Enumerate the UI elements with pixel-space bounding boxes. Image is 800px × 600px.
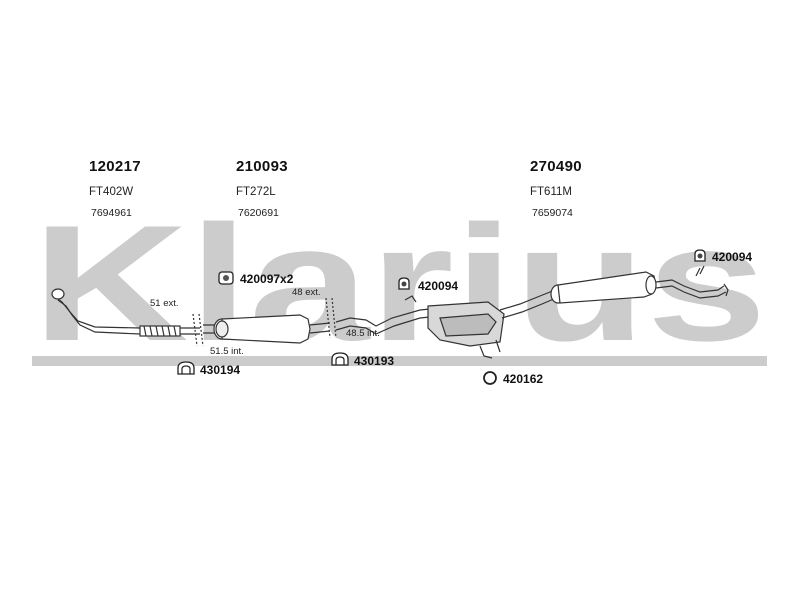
intermediate-pipe — [335, 307, 441, 335]
section-3-ref: FT611M — [530, 186, 572, 198]
dimension-51-5-int: 51.5 int. — [210, 346, 244, 357]
rear-box — [427, 301, 505, 359]
section-1-part-number: 120217 — [89, 158, 141, 175]
section-2-ref: FT272L — [236, 186, 276, 198]
front-pipe — [51, 288, 200, 337]
clamp-icon — [177, 361, 195, 375]
watermark-underline — [32, 356, 767, 366]
clamp-icon — [331, 352, 349, 366]
callout-420162: 420162 — [503, 372, 544, 386]
joint-marker-1 — [192, 313, 204, 347]
rubber-mount-icon — [218, 271, 234, 285]
dimension-48-5-int: 48.5 int. — [346, 328, 380, 339]
section-1-oe-number: 7694961 — [91, 207, 132, 219]
joint-marker-2 — [325, 297, 337, 339]
section-2-oe-number: 7620691 — [238, 207, 279, 219]
pipe-hanger — [404, 295, 417, 303]
tail-section — [499, 265, 729, 319]
section-3-oe-number: 7659074 — [532, 207, 573, 219]
dimension-51-ext: 51 ext. — [150, 298, 179, 309]
section-3-part-number: 270490 — [530, 158, 582, 175]
section-1-ref: FT402W — [89, 186, 134, 198]
center-silencer — [203, 314, 331, 344]
o-ring-icon — [483, 371, 497, 385]
callout-430193: 430193 — [354, 354, 395, 368]
callout-420094-right: 420094 — [712, 250, 753, 264]
section-2-part-number: 210093 — [236, 158, 288, 175]
hanger-icon — [694, 249, 706, 262]
dimension-48-ext: 48 ext. — [292, 287, 321, 298]
callout-420094-middle: 420094 — [418, 279, 459, 293]
callout-430194: 430194 — [200, 363, 241, 377]
hanger-icon — [398, 277, 410, 290]
callout-420097: 420097x2 — [240, 272, 294, 286]
